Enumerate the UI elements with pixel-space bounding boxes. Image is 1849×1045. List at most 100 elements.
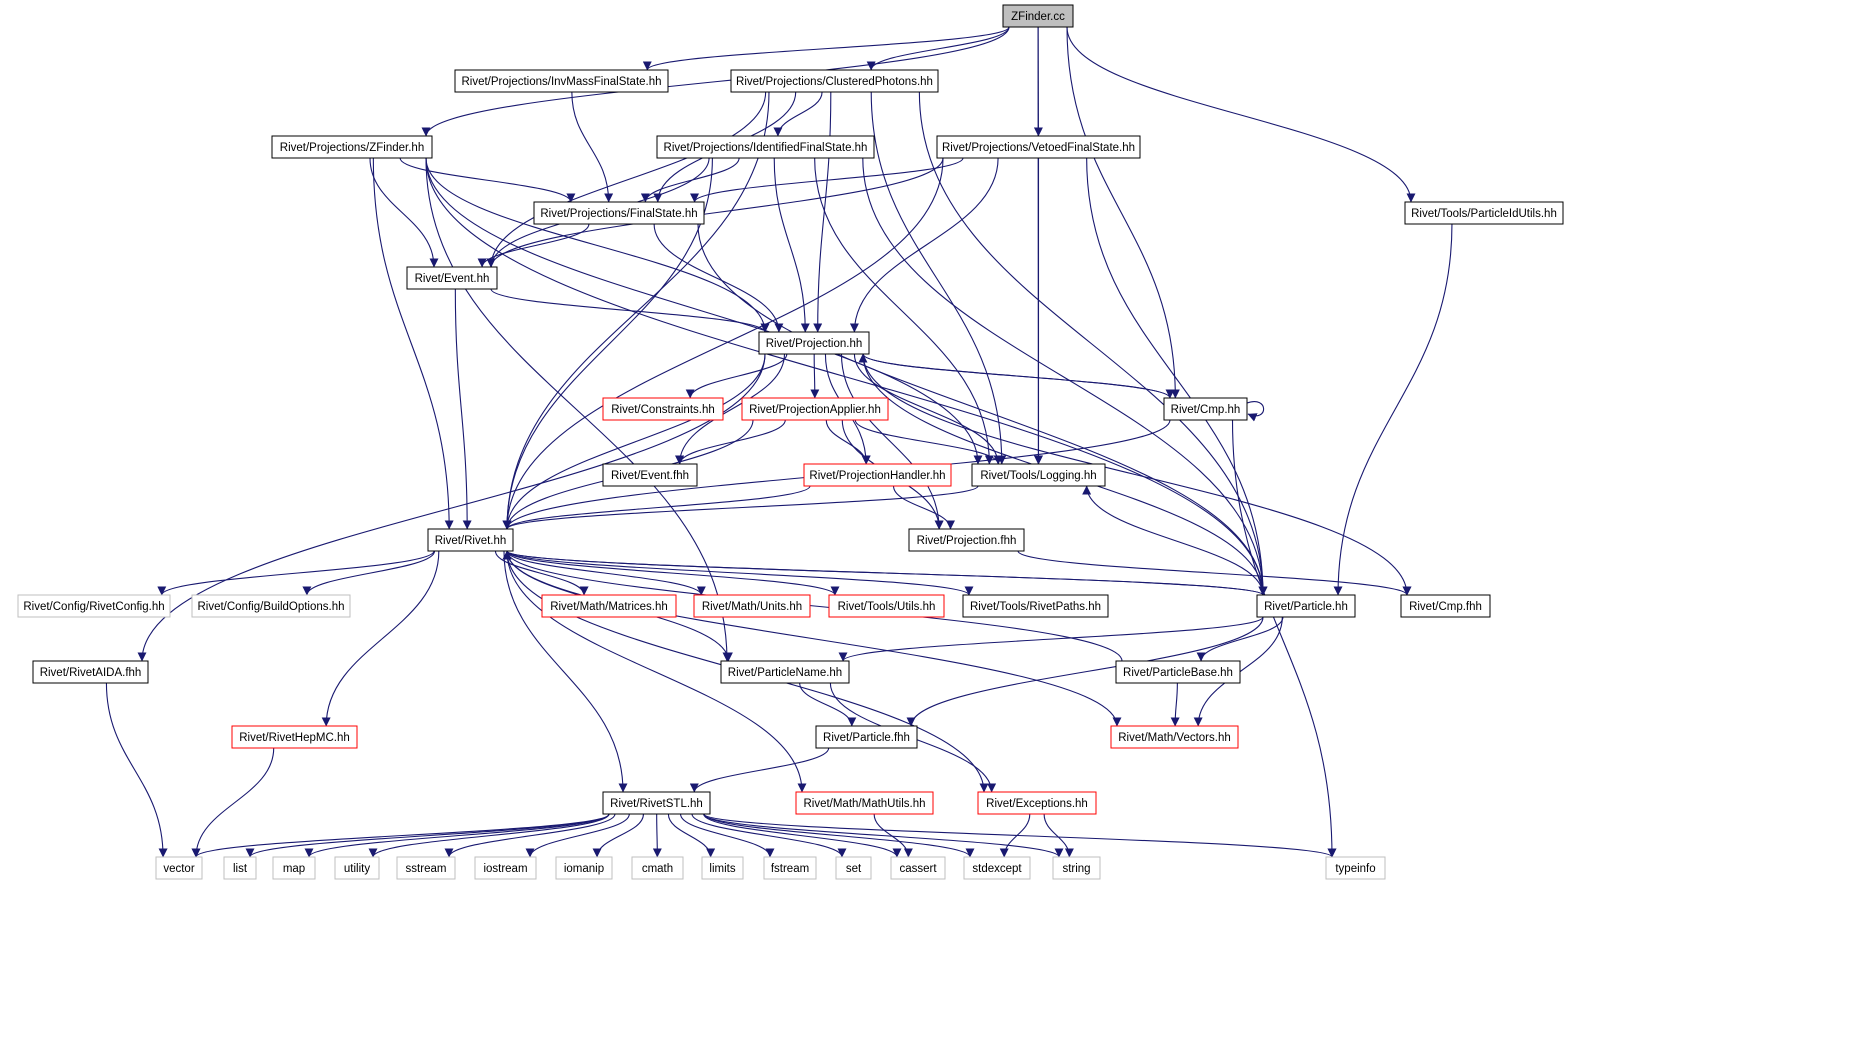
node-box-string <box>1052 856 1101 880</box>
node-projhandler[interactable]: Rivet/ProjectionHandler.hh <box>803 463 952 487</box>
node-box-cmp_hh <box>1163 397 1248 421</box>
node-label-projection_hh: Rivet/Projection.hh <box>766 338 863 350</box>
edge-rivet_hh-to-matrices <box>494 550 589 596</box>
edge-exceptions-to-stdexcept <box>999 813 1031 858</box>
node-box-stdexcept <box>963 856 1031 880</box>
node-label-cassert: cassert <box>899 863 937 875</box>
node-box-event_fhh <box>602 463 698 487</box>
node-mathutils[interactable]: Rivet/Math/MathUtils.hh <box>795 791 934 815</box>
node-constraints[interactable]: Rivet/Constraints.hh <box>602 397 724 421</box>
edge-rivet_hh-to-units <box>506 550 706 596</box>
node-invmass[interactable]: Rivet/Projections/InvMassFinalState.hh <box>454 69 669 93</box>
node-box-particlename <box>720 660 850 684</box>
edge-clustered-to-particle_hh <box>918 91 1268 596</box>
node-cmp_fhh[interactable]: Rivet/Cmp.fhh <box>1400 594 1491 618</box>
node-vetoed[interactable]: Rivet/Projections/VetoedFinalState.hh <box>936 135 1141 159</box>
node-rivetstl[interactable]: Rivet/RivetSTL.hh <box>602 791 711 815</box>
edge-rivetstl-to-vector <box>191 813 610 858</box>
node-label-vetoed: Rivet/Projections/VetoedFinalState.hh <box>942 142 1135 154</box>
edge-rivet_hh-to-rivetpaths <box>506 550 974 596</box>
node-box-identified <box>656 135 875 159</box>
node-finalstate[interactable]: Rivet/Projections/FinalState.hh <box>533 201 705 225</box>
edge-exceptions-to-string <box>1043 813 1074 858</box>
edge-zfinder_cc-to-particleidutils <box>1066 26 1416 203</box>
node-event_hh[interactable]: Rivet/Event.hh <box>406 266 498 290</box>
node-box-cmp_fhh <box>1400 594 1491 618</box>
node-clustered[interactable]: Rivet/Projections/ClusteredPhotons.hh <box>730 69 939 93</box>
node-particlebase[interactable]: Rivet/ParticleBase.hh <box>1115 660 1241 684</box>
node-box-units <box>693 594 811 618</box>
node-label-cmath: cmath <box>642 863 673 875</box>
node-box-projection_hh <box>758 331 870 355</box>
node-label-stdexcept: stdexcept <box>972 863 1022 875</box>
edge-zfinder_hh-to-event_hh <box>369 157 439 268</box>
edge-projection_hh-to-logging <box>853 353 1003 465</box>
node-label-event_hh: Rivet/Event.hh <box>415 273 490 285</box>
node-logging[interactable]: Rivet/Tools/Logging.hh <box>971 463 1106 487</box>
node-label-vectors: Rivet/Math/Vectors.hh <box>1118 732 1231 744</box>
node-rivetaida[interactable]: Rivet/RivetAIDA.fhh <box>32 660 149 684</box>
edge-identified-to-logging <box>814 157 994 465</box>
node-label-map: map <box>283 863 305 875</box>
edge-clustered-to-rivet_hh <box>502 91 770 530</box>
node-projection_hh[interactable]: Rivet/Projection.hh <box>758 331 870 355</box>
node-particleidutils[interactable]: Rivet/Tools/ParticleIdUtils.hh <box>1404 201 1564 225</box>
node-label-list: list <box>233 863 248 875</box>
node-box-iostream <box>474 856 537 880</box>
node-utils[interactable]: Rivet/Tools/Utils.hh <box>828 594 945 618</box>
node-list: list <box>223 856 257 880</box>
node-zfinder_cc[interactable]: ZFinder.cc <box>1002 4 1074 28</box>
edge-zfinder_cc-to-zfinder_hh <box>421 26 1010 137</box>
node-cmp_hh[interactable]: Rivet/Cmp.hh <box>1163 397 1248 421</box>
node-exceptions[interactable]: Rivet/Exceptions.hh <box>977 791 1097 815</box>
node-box-limits <box>701 856 744 880</box>
edge-particlename-to-particle_fhh <box>799 682 857 727</box>
node-cmath: cmath <box>631 856 684 880</box>
node-label-string: string <box>1062 863 1090 875</box>
node-box-projection_fhh <box>908 528 1025 552</box>
node-particlename[interactable]: Rivet/ParticleName.hh <box>720 660 850 684</box>
node-projection_fhh[interactable]: Rivet/Projection.fhh <box>908 528 1025 552</box>
edge-cmp_hh-to-projection_hh <box>858 353 1171 399</box>
node-matrices[interactable]: Rivet/Math/Matrices.hh <box>541 594 677 618</box>
node-label-iomanip: iomanip <box>564 863 604 875</box>
edge-zfinder_hh-to-projection_hh <box>425 157 770 333</box>
edge-zfinder_hh-to-logging <box>425 157 983 465</box>
node-label-projection_fhh: Rivet/Projection.fhh <box>917 535 1017 547</box>
node-identified[interactable]: Rivet/Projections/IdentifiedFinalState.h… <box>656 135 875 159</box>
node-label-matrices: Rivet/Math/Matrices.hh <box>550 601 668 613</box>
edge-vetoed-to-particle_hh <box>1086 157 1268 596</box>
node-box-rivet_hh <box>427 528 514 552</box>
edge-rivet_hh-to-mathutils <box>506 550 807 793</box>
node-box-cmath <box>631 856 684 880</box>
node-box-mathutils <box>795 791 934 815</box>
node-typeinfo: typeinfo <box>1325 856 1386 880</box>
node-utility: utility <box>334 856 380 880</box>
node-label-rivethepmc: Rivet/RivetHepMC.hh <box>239 732 350 744</box>
edge-rivetstl-to-set <box>691 813 847 858</box>
node-box-zfinder_hh <box>271 135 433 159</box>
node-vectors[interactable]: Rivet/Math/Vectors.hh <box>1110 725 1239 749</box>
node-box-buildoptions <box>191 594 351 618</box>
node-particle_fhh[interactable]: Rivet/Particle.fhh <box>815 725 918 749</box>
edge-rivetstl-to-list <box>245 813 610 858</box>
edge-particleidutils-to-particle_hh <box>1333 223 1453 596</box>
node-box-rivethepmc <box>231 725 358 749</box>
node-rivethepmc[interactable]: Rivet/RivetHepMC.hh <box>231 725 358 749</box>
node-units[interactable]: Rivet/Math/Units.hh <box>693 594 811 618</box>
edge-rivethepmc-to-vector <box>191 747 275 858</box>
edge-rivetstl-to-cmath <box>652 813 662 858</box>
node-rivet_hh[interactable]: Rivet/Rivet.hh <box>427 528 514 552</box>
edge-projapplier-to-event_fhh <box>675 419 786 465</box>
edge-event_hh-to-projection_hh <box>490 288 770 333</box>
edge-projection_hh-to-rivet_hh <box>502 353 766 530</box>
node-rivetpaths[interactable]: Rivet/Tools/RivetPaths.hh <box>962 594 1109 618</box>
node-event_fhh[interactable]: Rivet/Event.fhh <box>602 463 698 487</box>
node-label-finalstate: Rivet/Projections/FinalState.hh <box>540 208 697 220</box>
node-sstream: sstream <box>396 856 456 880</box>
node-projapplier[interactable]: Rivet/ProjectionApplier.hh <box>741 397 889 421</box>
edge-particle_hh-to-rivet_hh <box>502 550 1264 596</box>
node-particle_hh[interactable]: Rivet/Particle.hh <box>1256 594 1356 618</box>
node-zfinder_hh[interactable]: Rivet/Projections/ZFinder.hh <box>271 135 433 159</box>
edge-rivetstl-to-limits <box>667 813 716 858</box>
